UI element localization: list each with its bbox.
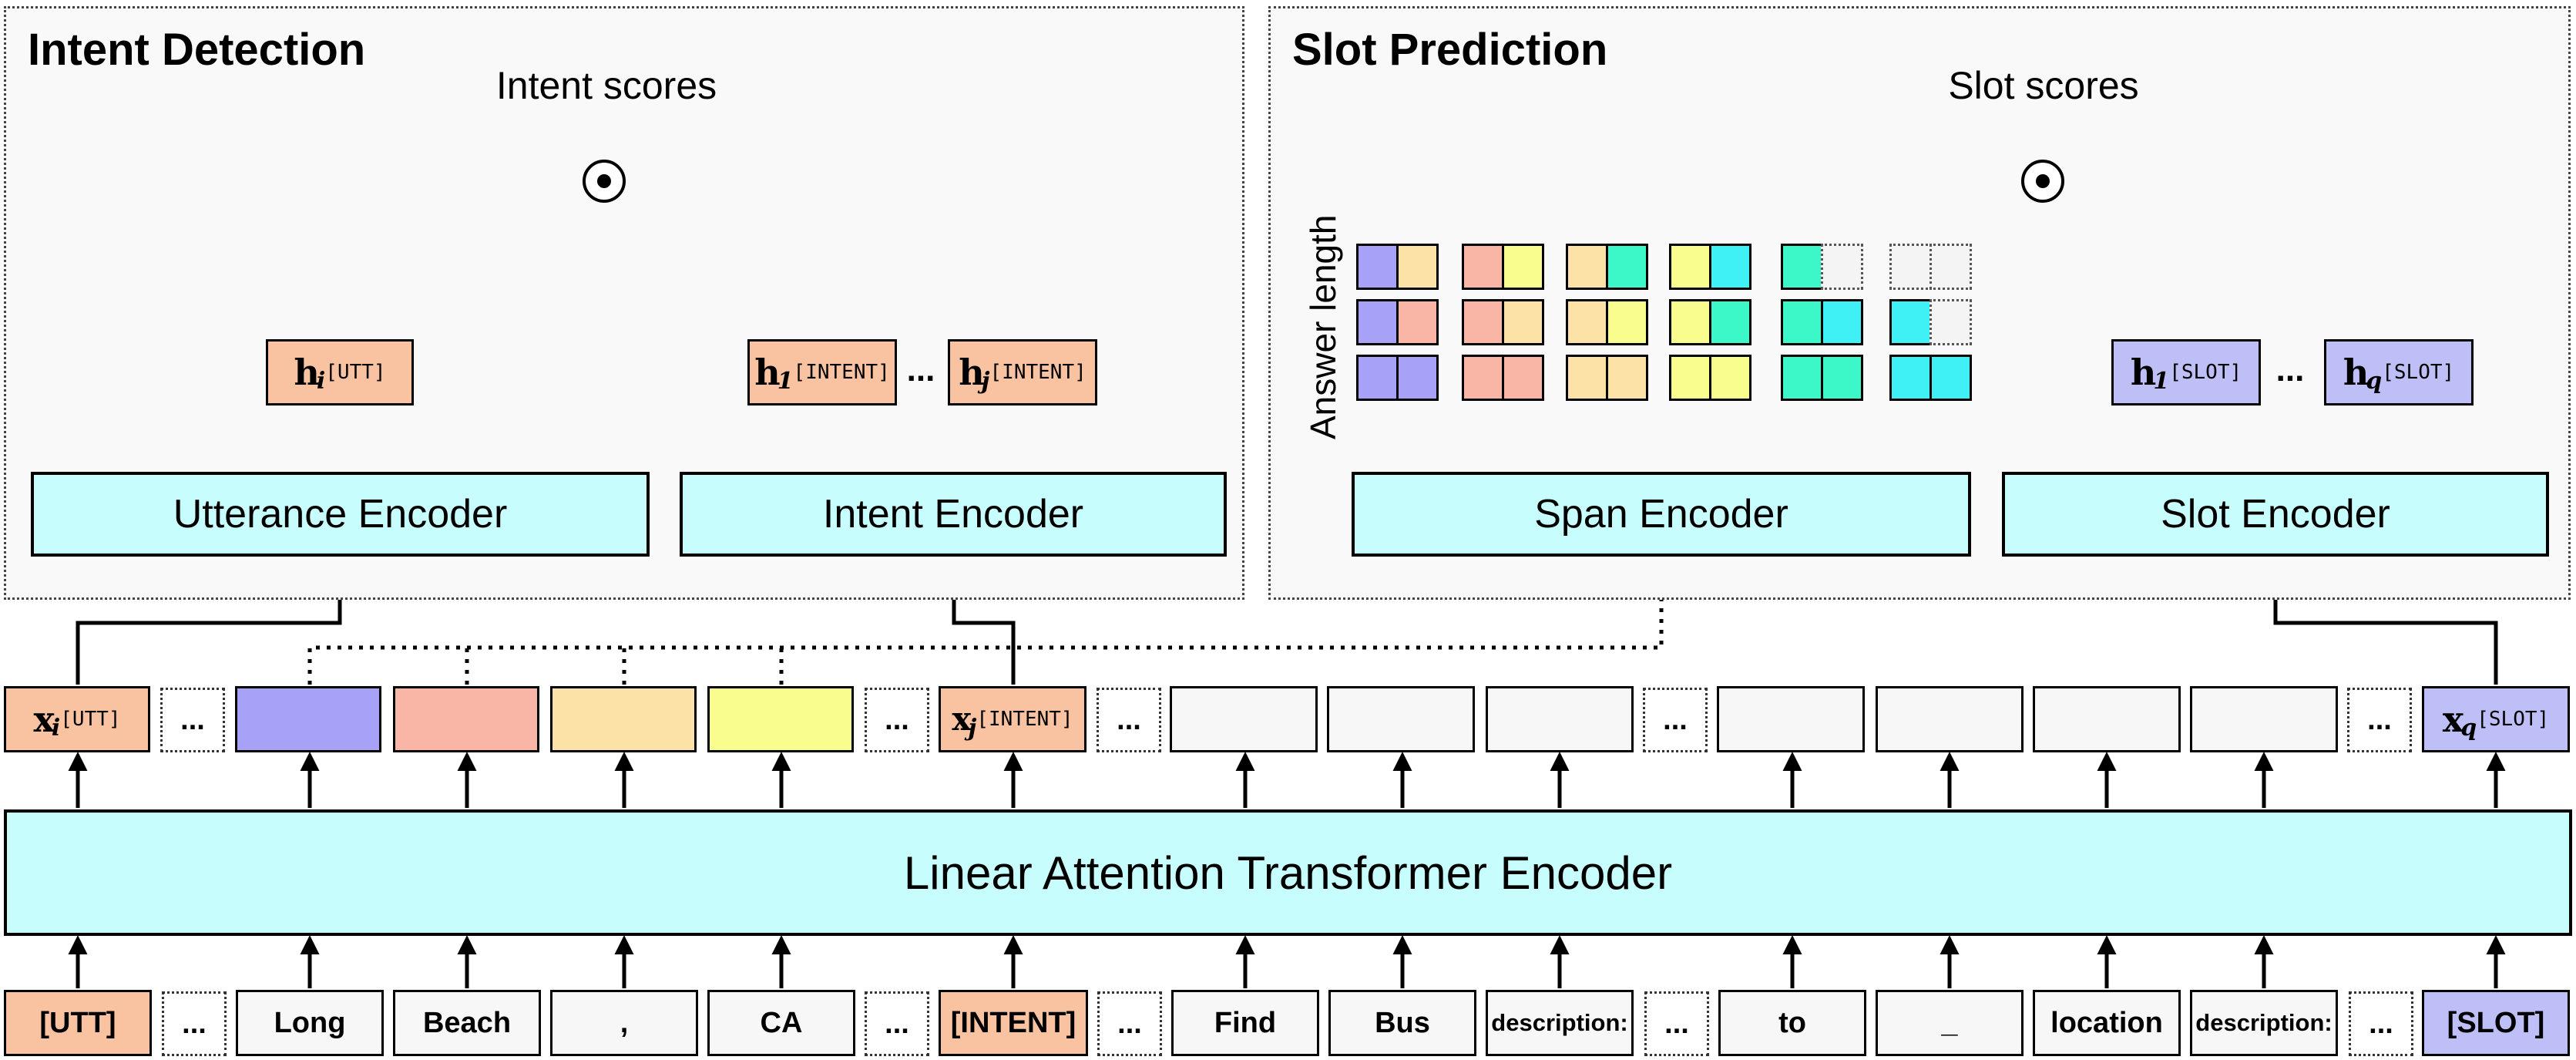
- span-cell: [1502, 244, 1544, 290]
- span-cell: [1356, 244, 1399, 290]
- span-cell: [1781, 244, 1823, 290]
- span-vector-2: [393, 686, 539, 752]
- span-vector-3: [550, 686, 697, 752]
- span-cell: [1356, 355, 1399, 401]
- span-cell: [1566, 299, 1608, 345]
- span-cell: [1669, 355, 1711, 401]
- hidden-vector-description: [1486, 686, 1634, 752]
- hidden-vector-to: [1717, 686, 1865, 752]
- linear-attention-transformer-encoder: Linear Attention Transformer Encoder: [4, 809, 2572, 936]
- span-cell: [1566, 355, 1608, 401]
- span-cell: [1889, 244, 1932, 290]
- token-ellipsis-4: ...: [1644, 991, 1709, 1056]
- span-cell: [1929, 299, 1972, 345]
- token-ellipsis-5: ...: [2349, 991, 2413, 1056]
- span-cell: [1821, 355, 1863, 401]
- hidden-vector-underscore: [1876, 686, 2024, 752]
- span-cell: [1709, 299, 1751, 345]
- span-cell: [1606, 244, 1648, 290]
- intent-encoder: Intent Encoder: [680, 472, 1227, 557]
- span-cell: [1462, 299, 1504, 345]
- span-cell: [1502, 299, 1544, 345]
- span-cell: [1709, 355, 1751, 401]
- utterance-encoder: Utterance Encoder: [31, 472, 650, 557]
- token-long: Long: [236, 990, 384, 1056]
- span-cell: [1462, 244, 1504, 290]
- span-cell: [1821, 244, 1863, 290]
- token-bus: Bus: [1328, 990, 1476, 1056]
- token-ellipsis-3: ...: [1097, 991, 1162, 1056]
- span-cell: [1669, 299, 1711, 345]
- token-beach: Beach: [393, 990, 541, 1056]
- span-vector-1: [235, 686, 381, 752]
- span-encoder: Span Encoder: [1352, 472, 1971, 557]
- token-to: to: [1718, 990, 1866, 1056]
- span-cell: [1566, 244, 1608, 290]
- token-intent: [INTENT]: [939, 990, 1088, 1056]
- hidden-ellipsis-3: ...: [1097, 688, 1161, 752]
- span-cell: [1929, 355, 1972, 401]
- slot-scores-label: Slot scores: [1948, 64, 2139, 107]
- token-comma: ,: [550, 990, 698, 1056]
- span-vector-4: [707, 686, 854, 752]
- token-utt: [UTT]: [4, 990, 152, 1056]
- intent-scores-label: Intent scores: [495, 64, 717, 107]
- span-cell: [1889, 355, 1932, 401]
- span-cell: [1396, 299, 1439, 345]
- hidden-vector-bus: [1327, 686, 1475, 752]
- slot-panel-title: Slot Prediction: [1292, 25, 1608, 75]
- span-cell: [1396, 244, 1439, 290]
- token-description: description:: [1486, 990, 1634, 1056]
- answer-length-label: Answer length: [1303, 214, 1343, 440]
- slot-dot-product-icon: [2021, 160, 2064, 203]
- hidden-ellipsis-1: ...: [160, 688, 225, 752]
- span-cell: [1709, 244, 1751, 290]
- span-cell: [1889, 299, 1932, 345]
- span-cell: [1606, 299, 1648, 345]
- span-cell: [1781, 355, 1823, 401]
- span-cell: [1929, 244, 1972, 290]
- hidden-vector-find: [1170, 686, 1318, 752]
- token-slot: [SLOT]: [2422, 990, 2570, 1056]
- span-cell: [1669, 244, 1711, 290]
- span-cell: [1462, 355, 1504, 401]
- hidden-ellipsis-4: ...: [1643, 688, 1708, 752]
- token-ellipsis-1: ...: [162, 991, 227, 1056]
- token-find: Find: [1171, 990, 1319, 1056]
- hidden-ellipsis-5: ...: [2347, 688, 2412, 752]
- intent-dot-product-icon: [583, 160, 626, 203]
- span-cell: [1502, 355, 1544, 401]
- slot-encoder: Slot Encoder: [2002, 472, 2549, 557]
- span-cell: [1356, 299, 1399, 345]
- hidden-ellipsis-2: ...: [865, 688, 929, 752]
- token-underscore: _: [1876, 990, 2024, 1056]
- token-location: location: [2033, 990, 2181, 1056]
- span-cell: [1821, 299, 1863, 345]
- intent-ellipsis: ...: [906, 351, 935, 389]
- token-description-2: description:: [2190, 990, 2338, 1056]
- span-cell: [1781, 299, 1823, 345]
- hidden-vector-location: [2033, 686, 2181, 752]
- hidden-vector-description-2: [2190, 686, 2338, 752]
- span-cell: [1396, 355, 1439, 401]
- intent-panel-title: Intent Detection: [28, 25, 366, 75]
- token-ca: CA: [707, 990, 855, 1056]
- slot-ellipsis: ...: [2275, 351, 2305, 389]
- span-cell: [1606, 355, 1648, 401]
- token-ellipsis-2: ...: [865, 991, 929, 1056]
